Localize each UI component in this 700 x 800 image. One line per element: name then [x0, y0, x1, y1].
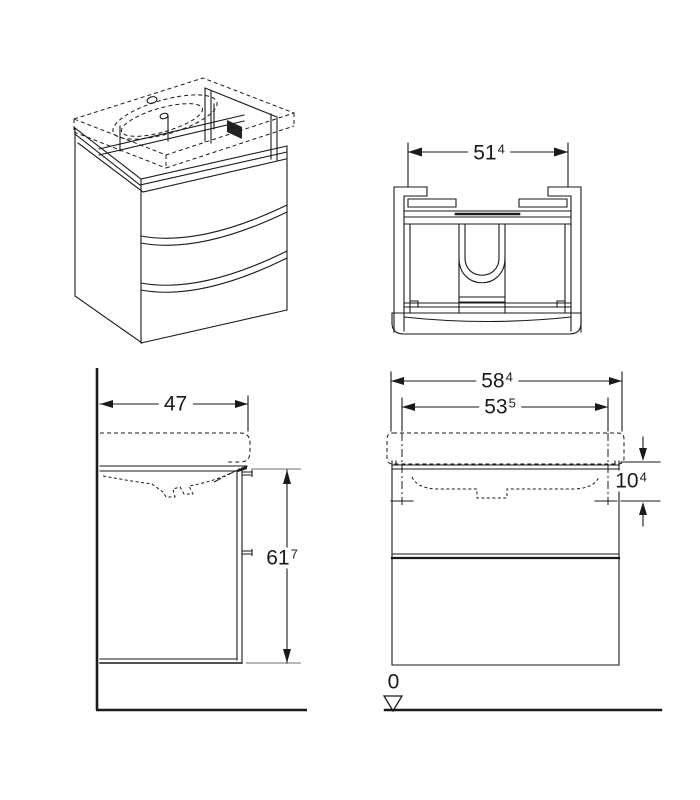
isometric-cabinet	[74, 87, 288, 344]
mounting-clamp	[227, 120, 242, 139]
side-washbasin-dashed	[100, 432, 251, 498]
floor-datum-label: 0	[382, 671, 406, 693]
floor-datum	[382, 695, 663, 713]
drawer-handle-top	[241, 469, 253, 478]
dimension-label-front-total-width: 584	[476, 370, 518, 392]
dimension-label-top-width: 514	[468, 142, 510, 164]
dimension-label-front-cabinet-width: 535	[479, 396, 521, 418]
dimension-label-front-top-height: 104	[610, 470, 652, 492]
dimension-front-top-height	[620, 436, 661, 527]
datum-triangle-icon	[382, 695, 404, 713]
side-view	[95, 368, 307, 712]
isometric-washbasin-dashed	[73, 77, 295, 169]
isometric-view	[73, 77, 295, 344]
side-cabinet	[99, 465, 253, 664]
dimension-label-side-depth: 47	[158, 393, 194, 415]
front-washbasin-dashed	[386, 432, 625, 508]
dimension-top-width	[407, 142, 569, 187]
front-view	[382, 371, 663, 713]
dimension-label-side-height: 617	[261, 547, 303, 569]
drawer-handle-bottom	[241, 548, 253, 557]
top-view	[391, 142, 582, 335]
front-cabinet	[390, 460, 621, 666]
top-view-body	[391, 186, 582, 335]
